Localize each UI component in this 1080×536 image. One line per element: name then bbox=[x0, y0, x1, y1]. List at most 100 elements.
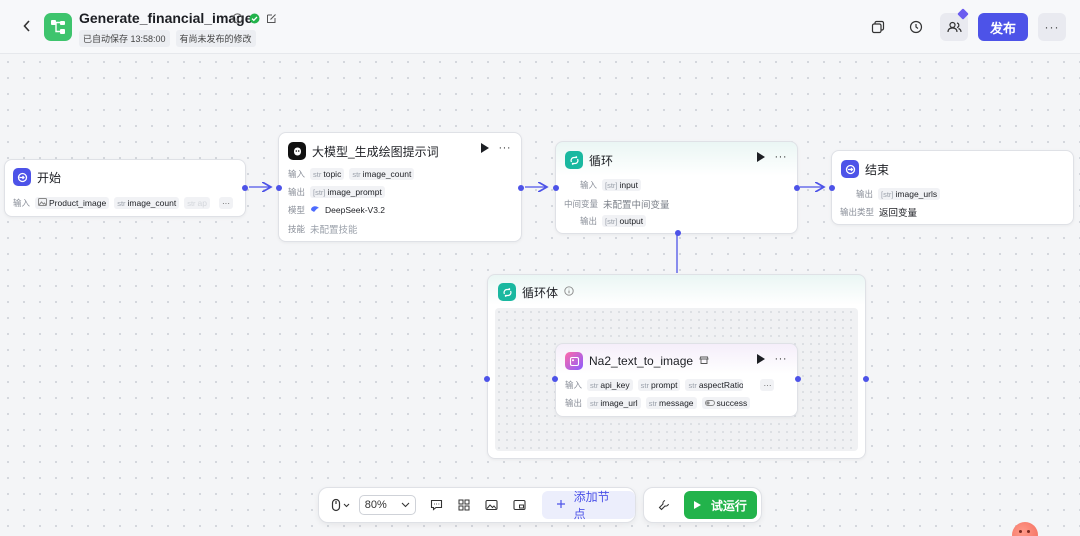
input-port[interactable] bbox=[553, 185, 559, 191]
output-port[interactable] bbox=[795, 376, 801, 382]
output-port[interactable] bbox=[518, 185, 524, 191]
publish-button[interactable]: 发布 bbox=[978, 13, 1028, 41]
run-node-icon[interactable] bbox=[756, 354, 765, 364]
info-icon[interactable] bbox=[231, 12, 243, 24]
zoom-select[interactable]: 80% bbox=[358, 495, 417, 515]
output-port[interactable] bbox=[242, 185, 248, 191]
run-node-icon[interactable] bbox=[756, 152, 765, 162]
assistant-avatar[interactable] bbox=[1012, 522, 1038, 536]
test-run-label: 试运行 bbox=[710, 498, 747, 513]
input-port[interactable] bbox=[276, 185, 282, 191]
more-params-button[interactable]: ··· bbox=[219, 197, 234, 209]
input-label: 输入 bbox=[288, 169, 306, 179]
loop-node[interactable]: 循环 ··· 输入 [str]input 中间变量 未配置中间变量 输出 [st… bbox=[553, 141, 800, 236]
image-icon[interactable] bbox=[481, 494, 503, 516]
verified-check-icon bbox=[248, 12, 260, 24]
input-port[interactable] bbox=[552, 376, 558, 382]
add-node-label: 添加节点 bbox=[573, 490, 610, 521]
more-options-button[interactable]: ··· bbox=[1038, 13, 1066, 41]
param-chip: [str]input bbox=[602, 179, 641, 191]
collaborators-icon[interactable] bbox=[940, 8, 969, 41]
node-more-icon[interactable]: ··· bbox=[774, 353, 787, 365]
loop-icon bbox=[498, 283, 516, 301]
node-title: 结束 bbox=[865, 162, 890, 177]
skill-value: 未配置技能 bbox=[310, 225, 358, 236]
node-more-icon[interactable]: ··· bbox=[774, 151, 787, 163]
output-type-value: 返回变量 bbox=[879, 208, 918, 219]
param-chip: Product_image bbox=[35, 197, 110, 209]
input-port[interactable] bbox=[829, 185, 835, 191]
output-label: 输出 bbox=[580, 216, 598, 226]
output-label: 输出 bbox=[565, 398, 583, 408]
run-node-icon[interactable] bbox=[480, 143, 489, 153]
loop-body-output-port[interactable] bbox=[863, 376, 869, 382]
model-icon bbox=[310, 205, 320, 215]
node-title: 大模型_生成绘图提示词 bbox=[312, 144, 439, 159]
param-chip: success bbox=[701, 397, 751, 409]
minimap-icon[interactable] bbox=[509, 494, 531, 516]
premium-diamond-icon bbox=[957, 8, 969, 20]
output-label: 输出 bbox=[856, 189, 874, 199]
mid-var-label: 中间变量 bbox=[564, 199, 599, 209]
deepseek-model-icon bbox=[288, 142, 306, 160]
test-run-button[interactable]: 试运行 bbox=[683, 491, 757, 519]
run-toolbar: 试运行 bbox=[643, 487, 762, 523]
mid-var-value: 未配置中间变量 bbox=[603, 200, 670, 211]
loop-icon bbox=[565, 151, 583, 169]
avatar-eye bbox=[1027, 530, 1030, 533]
layout-icon[interactable] bbox=[453, 494, 475, 516]
loop-body-port[interactable] bbox=[675, 230, 681, 236]
output-label: 输出 bbox=[288, 187, 306, 197]
param-chip: [str]output bbox=[602, 215, 647, 227]
workflow-title: Generate_financial_image bbox=[79, 10, 253, 26]
model-label: 模型 bbox=[288, 205, 306, 215]
input-label: 输入 bbox=[580, 180, 598, 190]
output-port[interactable] bbox=[794, 185, 800, 191]
store-icon bbox=[699, 352, 709, 370]
workflow-header: Generate_financial_image 已自动保存 13:58:00 … bbox=[0, 0, 1080, 54]
plugin-image-icon bbox=[565, 352, 583, 370]
model-name: DeepSeek-V3.2 bbox=[325, 205, 386, 215]
back-icon[interactable] bbox=[18, 17, 36, 35]
workflow-logo-icon bbox=[44, 13, 72, 41]
comment-icon[interactable] bbox=[425, 494, 447, 516]
end-node[interactable]: 结束 输出 [str]image_urls 输出类型 返回变量 bbox=[829, 150, 1074, 225]
more-params-button[interactable]: ··· bbox=[760, 379, 775, 391]
boolean-toggle-icon bbox=[704, 398, 715, 408]
info-icon[interactable] bbox=[564, 283, 574, 301]
avatar-eye bbox=[1019, 530, 1022, 533]
play-icon bbox=[693, 501, 701, 509]
copy-icon[interactable] bbox=[864, 13, 892, 41]
autosave-status: 已自动保存 13:58:00 bbox=[79, 30, 170, 47]
canvas-toolbar: 80% 添加节点 bbox=[318, 487, 636, 523]
node-title: 循环体 bbox=[522, 285, 559, 300]
output-type-label: 输出类型 bbox=[840, 207, 875, 217]
node-more-icon[interactable]: ··· bbox=[498, 142, 511, 154]
mouse-mode-icon[interactable] bbox=[327, 494, 355, 516]
add-node-button[interactable]: 添加节点 bbox=[541, 490, 636, 521]
edit-icon[interactable] bbox=[265, 12, 277, 24]
image-icon bbox=[38, 198, 48, 208]
history-icon[interactable] bbox=[902, 13, 930, 41]
end-icon bbox=[841, 160, 859, 178]
node-title: 循环 bbox=[589, 153, 614, 168]
debug-tools-icon[interactable] bbox=[654, 494, 674, 516]
param-chip: [str]image_urls bbox=[878, 188, 941, 200]
node-title: Na2_text_to_image bbox=[589, 354, 694, 368]
plus-icon bbox=[556, 498, 566, 512]
unpublished-status: 有尚未发布的修改 bbox=[175, 30, 256, 47]
input-label: 输入 bbox=[565, 380, 583, 390]
chevron-down-icon bbox=[401, 499, 410, 511]
input-label: 输入 bbox=[13, 198, 31, 208]
loop-body-input-port[interactable] bbox=[484, 376, 490, 382]
